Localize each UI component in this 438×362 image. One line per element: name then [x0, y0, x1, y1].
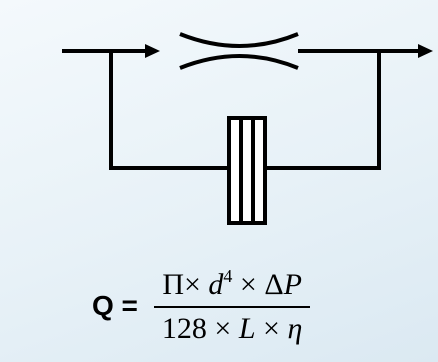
formula-denominator: 128 × L × η [154, 312, 310, 347]
fraction-bar [153, 306, 311, 308]
diameter-symbol: d [208, 267, 224, 301]
times-sign: × [239, 267, 257, 301]
times-sign: × [263, 312, 280, 345]
formula-lhs: Q = [92, 290, 138, 321]
delta-symbol: Δ [264, 267, 284, 301]
bypass-right-line [263, 49, 381, 170]
bypass-left-line [109, 49, 231, 170]
times-sign: × [214, 312, 232, 345]
viscosity-symbol: η [287, 312, 303, 345]
capillary-element-icon [227, 116, 267, 225]
pressure-symbol: P [283, 267, 302, 301]
outlet-arrow-icon [418, 44, 433, 58]
pi-symbol: Π [162, 267, 184, 301]
throttle-restriction-icon [179, 32, 299, 70]
formula-fraction: Π× d4 × ΔP 128 × L × η [153, 266, 311, 347]
inlet-arrow-icon [145, 44, 160, 58]
flow-rate-formula: Q = Π× d4 × ΔP 128 × L × η [92, 256, 392, 356]
length-symbol: L [238, 312, 256, 345]
coefficient: 128 [161, 312, 207, 345]
exponent: 4 [223, 265, 233, 286]
formula-numerator: Π× d4 × ΔP [154, 266, 310, 303]
times-sign: × [183, 267, 201, 301]
